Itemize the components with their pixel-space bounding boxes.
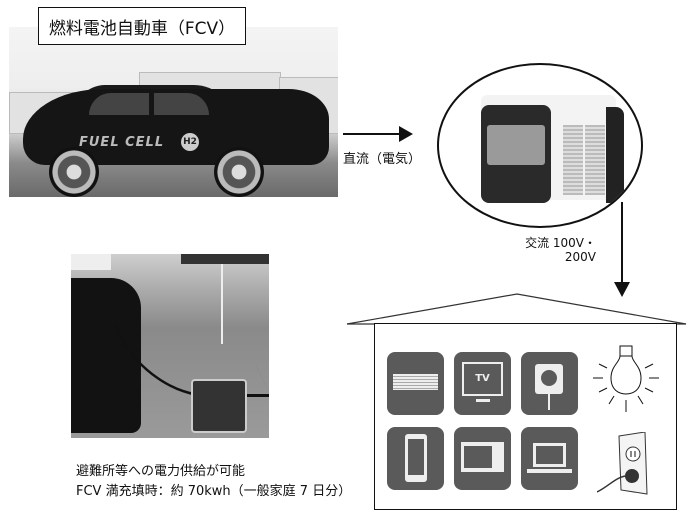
dc-arrow-line — [343, 133, 401, 135]
tent — [71, 254, 111, 270]
light-bulb-icon — [593, 345, 659, 412]
tent-canopy — [181, 254, 269, 264]
car-window — [89, 93, 149, 115]
car-wheel — [49, 147, 99, 197]
page-title: 燃料電池自動車（FCV） — [38, 7, 246, 45]
ac-label-line1: 交流 100V・ — [525, 236, 596, 250]
dc-label: 直流（電気） — [343, 152, 422, 167]
tv-label: TV — [462, 362, 503, 396]
portable-generator — [191, 379, 247, 433]
arrow-down-icon — [614, 282, 630, 297]
generator-side — [606, 107, 624, 203]
air-conditioner-icon — [387, 352, 444, 415]
generator-vent — [563, 125, 583, 195]
caption-line2: FCV 満充填時：約 70kwh（一般家庭 7 日分） — [76, 484, 352, 499]
tv-icon: TV — [454, 352, 511, 415]
ac-label: 交流 100V・ 200V — [520, 236, 596, 264]
ac-arrow-line — [621, 202, 623, 284]
generator-panel — [487, 125, 545, 165]
fcv-car-photo: FUEL CELL H2 — [9, 27, 338, 197]
microwave-icon — [454, 427, 511, 490]
fuel-cell-decal: FUEL CELL — [79, 135, 165, 150]
caption: 避難所等への電力供給が可能 FCV 満充填時：約 70kwh（一般家庭 7 日分… — [76, 462, 351, 502]
car-wheel — [214, 147, 264, 197]
house: TV — [374, 323, 677, 510]
generator-vent — [585, 125, 605, 195]
evacuation-shelter-photo — [71, 254, 269, 438]
power-outlet-icon — [597, 432, 648, 495]
power-supply-unit — [437, 63, 643, 228]
car-window — [154, 93, 209, 115]
smartphone-icon — [387, 427, 444, 490]
caption-line1: 避難所等への電力供給が可能 — [76, 464, 246, 479]
spotlight-icon — [521, 352, 578, 415]
ac-label-line2: 200V — [564, 250, 596, 264]
h2-badge: H2 — [181, 133, 199, 151]
fcv-car — [71, 278, 141, 433]
arrow-right-icon — [399, 126, 413, 142]
generator-front — [481, 105, 551, 203]
laptop-icon — [521, 427, 578, 490]
generator-body — [481, 95, 624, 203]
house-roof — [346, 293, 687, 325]
tent-pole — [221, 264, 223, 344]
